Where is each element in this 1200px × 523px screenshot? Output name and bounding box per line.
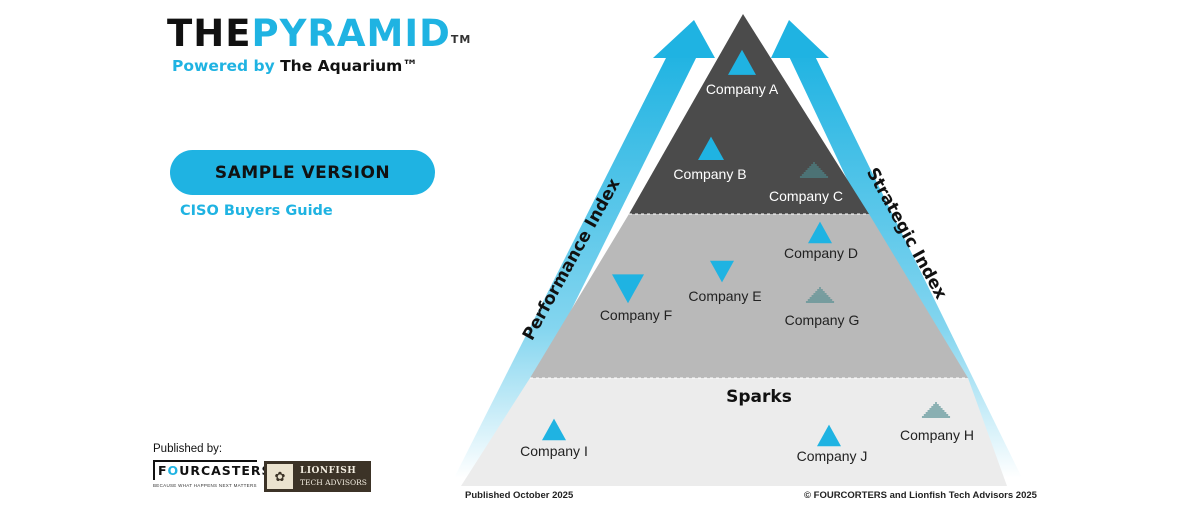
company-h-striped-triangle-icon xyxy=(921,402,951,418)
company-j-up-triangle-icon xyxy=(817,424,841,447)
company-a-item: Company A xyxy=(706,49,779,97)
lionfish-emblem-icon: ✿ xyxy=(267,464,293,489)
company-e-down-triangle-icon xyxy=(710,260,734,283)
company-f-item: Company F xyxy=(600,274,672,323)
pyramid-tiers xyxy=(461,14,1007,486)
company-c-item: Company C xyxy=(769,162,843,204)
brand-title: THEPYRAMIDTM xyxy=(167,12,471,56)
company-j-label: Company J xyxy=(797,448,868,464)
fourcasters-f: F xyxy=(158,463,168,478)
fourcasters-rest: URCASTERS xyxy=(179,463,272,478)
published-by-label: Published by: xyxy=(153,443,223,455)
company-b-item: Company B xyxy=(673,136,747,182)
tier-top xyxy=(629,14,869,214)
company-f-down-triangle-icon xyxy=(612,274,644,304)
lionfish-name: LIONFISH xyxy=(300,465,357,476)
company-e-item: Company E xyxy=(688,260,762,304)
company-b-label: Company B xyxy=(673,166,746,182)
company-g-striped-triangle-icon xyxy=(805,287,835,303)
company-markers: Company A Company B Company C Company D Comp… xyxy=(520,49,974,464)
lionfish-wordmark: LIONFISH TECH ADVISORS xyxy=(300,466,367,488)
lionfish-logo: ✿ LIONFISH TECH ADVISORS xyxy=(264,461,371,492)
company-g-label: Company G xyxy=(785,312,860,328)
right-arrow-head xyxy=(771,20,829,58)
fourcasters-logo: FOURCASTERS BECAUSE WHAT HAPPENS NEXT MA… xyxy=(153,460,271,492)
performance-index-arrow xyxy=(454,20,715,478)
company-j-item: Company J xyxy=(797,424,868,464)
footer-copyright: © FOURCORTERS and Lionfish Tech Advisors… xyxy=(804,490,1037,501)
trademark-mark: TM xyxy=(450,33,472,46)
company-b-up-triangle-icon xyxy=(698,136,724,161)
left-arrow-shaft xyxy=(454,50,700,478)
company-e-label: Company E xyxy=(688,288,761,304)
left-arrow-head xyxy=(653,20,715,58)
company-i-item: Company I xyxy=(520,418,588,459)
brand-title-the: THE xyxy=(167,12,252,55)
company-g-item: Company G xyxy=(785,287,860,328)
aquarium-text: The Aquarium™ xyxy=(280,57,418,75)
company-h-label: Company H xyxy=(900,427,974,443)
company-c-striped-triangle-icon xyxy=(799,162,829,178)
company-i-label: Company I xyxy=(520,443,588,459)
brand-subtitle: Powered by The Aquarium™ xyxy=(172,56,471,76)
brand-title-pyramid: PYRAMID xyxy=(251,12,451,55)
brand-logo: THEPYRAMIDTM Powered by The Aquarium™ xyxy=(167,12,471,76)
fourcasters-tagline: BECAUSE WHAT HAPPENS NEXT MATTERS xyxy=(153,483,257,488)
sparks-label: Sparks xyxy=(726,387,792,407)
lionfish-subname: TECH ADVISORS xyxy=(300,477,367,487)
footer-published: Published October 2025 xyxy=(465,490,574,501)
tier-sparks xyxy=(461,378,1007,486)
company-a-up-triangle-icon xyxy=(728,49,756,75)
sample-version-badge: SAMPLE VERSION xyxy=(170,150,435,195)
guide-title: CISO Buyers Guide xyxy=(180,203,333,219)
fourcasters-wordmark: FOURCASTERS xyxy=(153,460,271,480)
company-f-label: Company F xyxy=(600,307,672,323)
company-a-label: Company A xyxy=(706,81,779,97)
company-d-label: Company D xyxy=(784,245,858,261)
fourcasters-o: O xyxy=(167,463,180,478)
company-c-label: Company C xyxy=(769,188,843,204)
tier-middle xyxy=(530,214,968,378)
powered-by-text: Powered by xyxy=(172,57,275,75)
company-d-item: Company D xyxy=(784,221,858,261)
company-h-item: Company H xyxy=(900,402,974,443)
company-i-up-triangle-icon xyxy=(542,418,566,441)
company-d-up-triangle-icon xyxy=(808,221,832,244)
